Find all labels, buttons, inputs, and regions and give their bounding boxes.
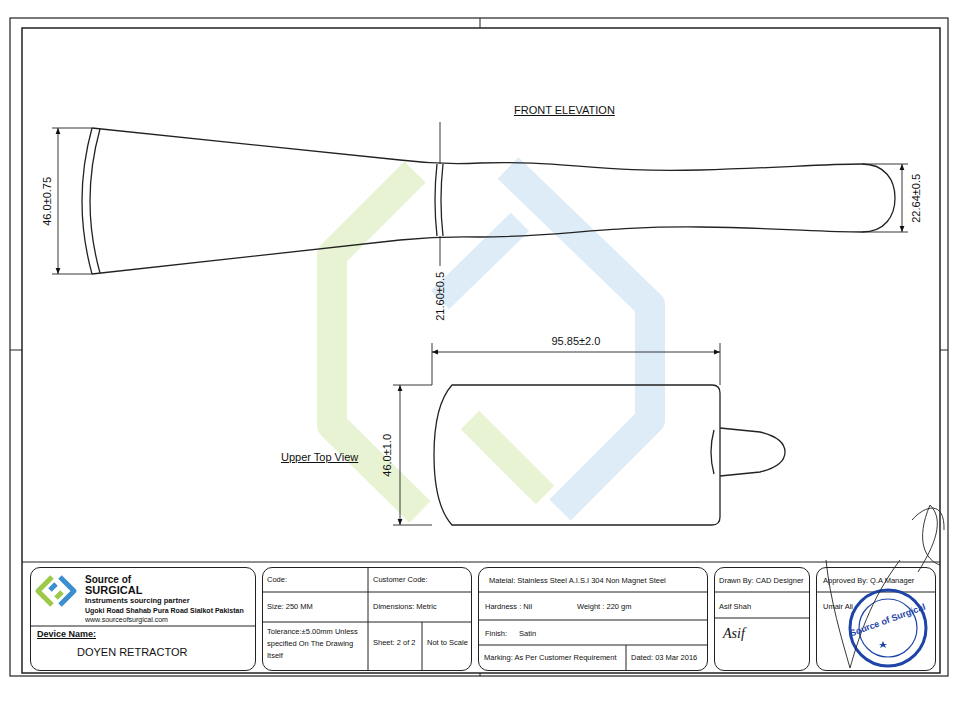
title-block-text: www.sourceofsurgical.com	[85, 616, 168, 624]
title-block-text: Marking: As Per Customer Requirement	[484, 654, 617, 663]
title-block-panel: Source ofSURGICALInstruments sourcing pa…	[30, 567, 256, 671]
title-block-panel: Drawn By: CAD DesignerAsif ShahAsif	[714, 567, 810, 671]
view-title: FRONT ELEVATION	[514, 104, 615, 117]
title-block-text: Sheet: 2 of 2	[373, 639, 416, 648]
title-block-text: Satin	[519, 630, 536, 639]
dimension-label: 46.0±0.75	[41, 176, 54, 225]
upper-top-view	[434, 385, 785, 525]
title-block-text: Hardness : Nil	[485, 603, 532, 612]
title-block-text: Size: 250 MM	[267, 603, 313, 612]
view-title: Upper Top View	[281, 451, 358, 464]
title-block-lines	[30, 567, 936, 671]
title-block-text: Device Name:	[37, 629, 96, 639]
company-logo	[38, 577, 74, 605]
title-block-text: Instruments sourcing partner	[85, 597, 190, 606]
title-block-text: DOYEN RETRACTOR	[77, 646, 187, 659]
title-block-text: Dimensions: Metric	[373, 603, 437, 612]
title-block-text: Approved By: Q.A Manager	[823, 577, 914, 586]
title-block-text: Code:	[267, 576, 287, 585]
title-block-text: Dated: 03 Mar 2016	[631, 654, 697, 663]
watermark-logo	[332, 168, 650, 512]
dimension-label: 21.60±0.5	[434, 271, 447, 320]
front-elevation	[82, 128, 895, 274]
title-block-text: Customer Code:	[373, 576, 428, 585]
title-block-text: Not to Scale	[427, 639, 468, 648]
title-block-text: Drawn By: CAD Designer	[719, 577, 804, 586]
dimension-label: 22.64±0.5	[910, 173, 923, 222]
signature-scribble	[826, 505, 944, 668]
title-block-text: Tolerance:±5.00mm Unless specified On Th…	[267, 626, 367, 662]
title-block-panel: Code: Customer Code: Size: 250 MM Dimension…	[262, 567, 472, 671]
title-block-panel: Mateial: Stainless Steel A.I.S.I 304 Non…	[478, 567, 708, 671]
dimension-lines	[52, 122, 908, 525]
title-block-text: Umair Ali	[823, 603, 853, 612]
title-block-text: SURGICAL	[85, 584, 142, 597]
title-block-text: Ugoki Road Shahab Pura Road Sialkot Paki…	[85, 607, 244, 615]
title-block-text: Mateial: Stainless Steel A.I.S.I 304 Non…	[489, 577, 666, 586]
sheet-frame	[10, 18, 948, 676]
title-block-text: Finish:	[485, 630, 507, 639]
title-block-text: Asif	[723, 626, 745, 642]
title-block-text: Asif Shah	[719, 603, 751, 612]
dimension-label: 46.0±1.0	[381, 433, 394, 476]
title-block-text: Source of	[85, 574, 131, 586]
title-block-text: Weight : 220 gm	[577, 603, 631, 612]
dimension-label: 95.85±2.0	[550, 335, 603, 348]
